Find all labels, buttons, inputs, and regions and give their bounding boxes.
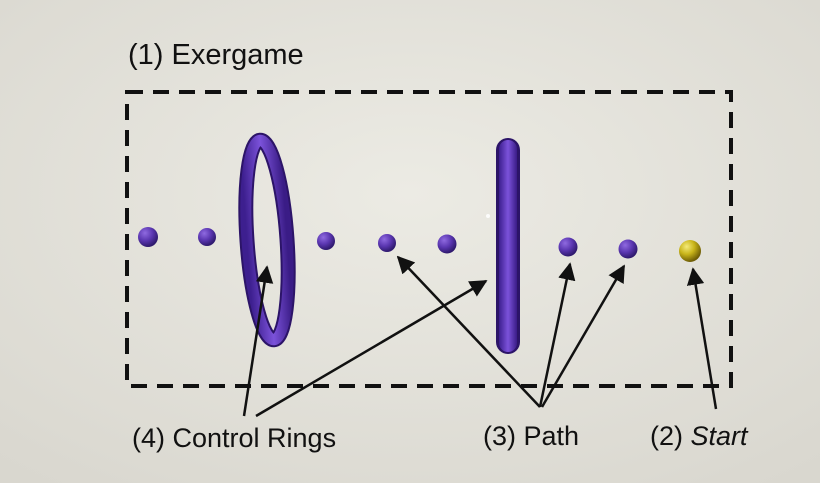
path-dot: [198, 228, 216, 246]
exergame-boundary: [125, 90, 733, 388]
arrow-to-path-3: [540, 264, 626, 408]
start-label-prefix: (2): [650, 421, 691, 451]
arrow-to-ring-2: [255, 279, 488, 418]
sparkle: [486, 214, 490, 218]
control-rings-label: (4) Control Rings: [132, 423, 337, 453]
path-dot: [138, 227, 158, 247]
arrow-to-ring-1: [242, 265, 274, 417]
arrow-to-path-1: [396, 255, 541, 408]
start-label: (2) Start: [650, 423, 748, 450]
control-ring-1: [238, 132, 296, 348]
start-dot: [679, 240, 701, 262]
control-ring-2: [496, 138, 520, 354]
path-dot: [618, 239, 638, 259]
path-dot: [558, 237, 578, 257]
path-dot: [317, 232, 335, 250]
arrow-to-start: [686, 267, 718, 410]
arrow-to-path-2: [538, 262, 576, 408]
path-dot: [378, 234, 396, 252]
start-label-word: Start: [690, 421, 748, 451]
path-dot: [437, 234, 457, 254]
path-label: (3) Path: [483, 421, 580, 451]
exergame-label: (1) Exergame: [128, 39, 304, 71]
